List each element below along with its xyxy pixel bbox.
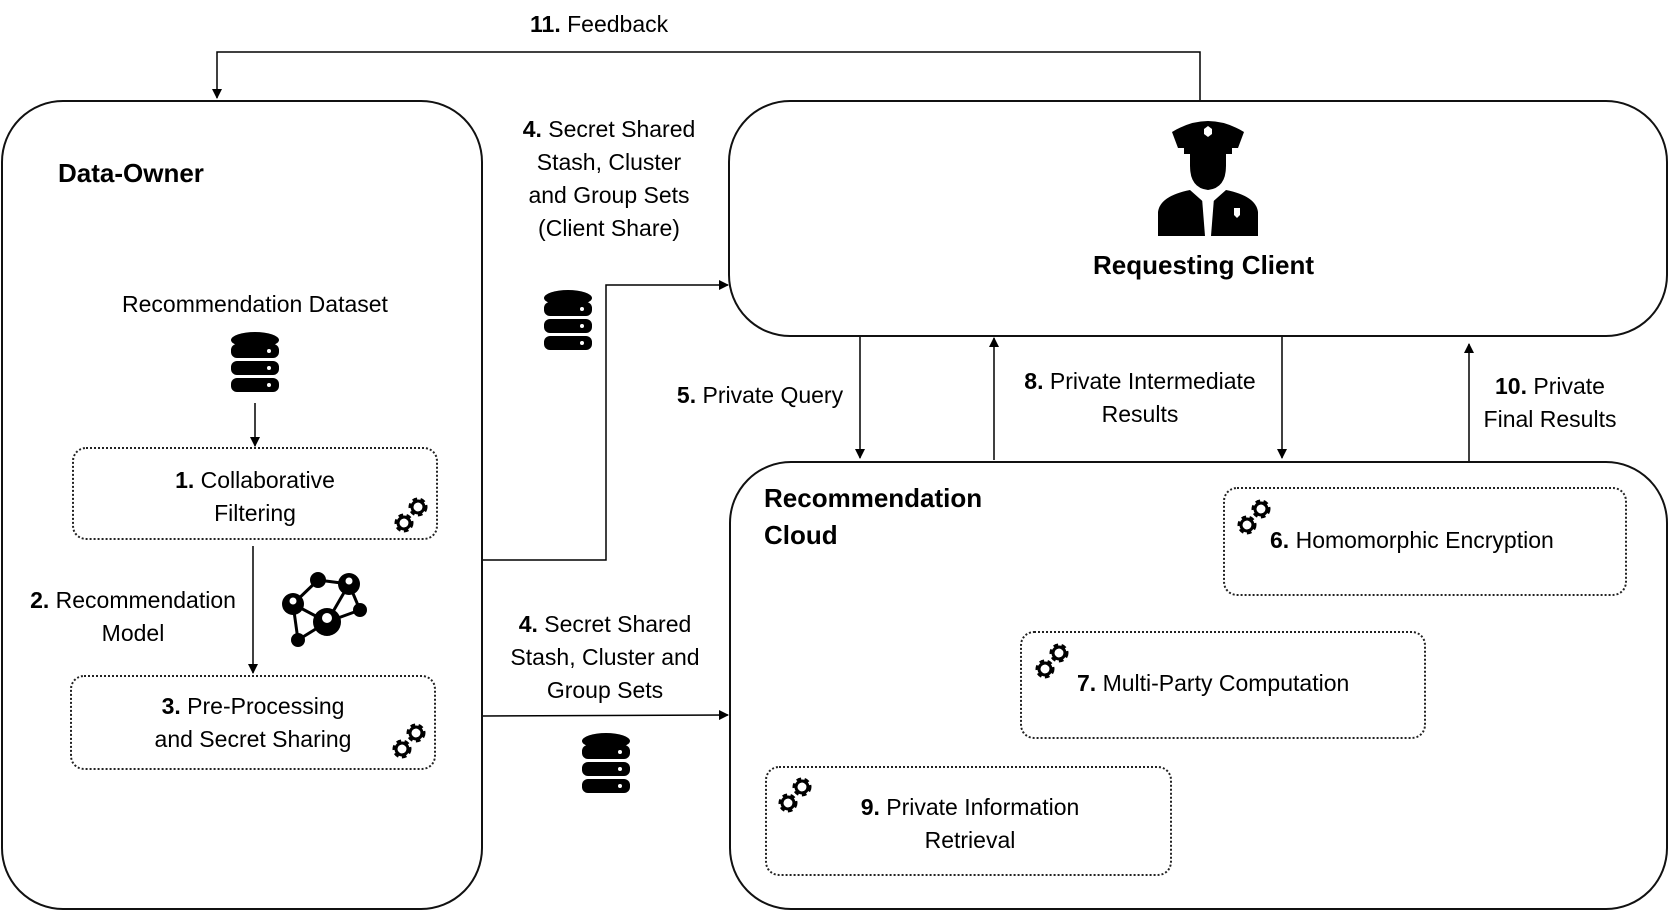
step1-text: 1. Collaborative Filtering bbox=[72, 464, 438, 530]
step6-text: 6. Homomorphic Encryption bbox=[1270, 524, 1610, 557]
step6-label: Homomorphic Encryption bbox=[1295, 527, 1554, 553]
step4-client-number: 4. bbox=[522, 116, 542, 142]
step8-line1: Private Intermediate bbox=[1049, 368, 1256, 394]
dataset-label: Recommendation Dataset bbox=[122, 291, 388, 317]
step8-number: 8. bbox=[1024, 368, 1044, 394]
step7-box bbox=[1020, 631, 1426, 739]
step11-number: 11. bbox=[530, 11, 561, 37]
network-icon bbox=[282, 572, 367, 647]
step6-number: 6. bbox=[1270, 527, 1290, 553]
step9-box bbox=[765, 766, 1172, 876]
step7-number: 7. bbox=[1077, 670, 1097, 696]
step3-text: 3. Pre-Processing and Secret Sharing bbox=[70, 690, 436, 756]
step2-label-line1: Recommendation bbox=[55, 587, 236, 613]
step1-box bbox=[72, 447, 438, 540]
step11-text: Feedback bbox=[567, 11, 669, 37]
step9-label-line1: Private Information bbox=[886, 794, 1080, 820]
step1-number: 1. bbox=[175, 467, 195, 493]
step8-label: 8. Private Intermediate Results bbox=[1000, 365, 1280, 431]
requesting-client-container bbox=[728, 100, 1668, 337]
step10-number: 10. bbox=[1495, 373, 1527, 399]
step4-client-line1: Secret Shared bbox=[548, 116, 696, 142]
step2-number: 2. bbox=[30, 587, 50, 613]
recommendation-cloud-title-line1: Recommendation bbox=[764, 483, 983, 513]
step2-text: 2. Recommendation Model bbox=[18, 584, 248, 650]
step5-label: 5. Private Query bbox=[660, 379, 860, 412]
step2-label-line2: Model bbox=[101, 620, 165, 646]
step1-label-line1: Collaborative bbox=[200, 467, 335, 493]
step9-number: 9. bbox=[860, 794, 880, 820]
step3-label-line2: and Secret Sharing bbox=[154, 726, 352, 752]
data-owner-title: Data-Owner bbox=[58, 158, 204, 188]
step10-label: 10. Private Final Results bbox=[1465, 370, 1635, 436]
step3-box bbox=[70, 675, 436, 770]
step3-number: 3. bbox=[161, 693, 181, 719]
edge-secret-share-cloud bbox=[482, 710, 729, 721]
edge-feedback bbox=[212, 51, 1201, 100]
step5-number: 5. bbox=[676, 382, 697, 408]
step6-box bbox=[1223, 487, 1627, 596]
step4-cloud-label: 4. Secret Shared Stash, Cluster and Grou… bbox=[490, 608, 720, 707]
step9-text: 9. Private Information Retrieval bbox=[800, 791, 1140, 857]
cloud-share-database-icon bbox=[582, 733, 630, 793]
step3-label-line1: Pre-Processing bbox=[187, 693, 345, 719]
recommendation-cloud-title: Recommendation Cloud bbox=[764, 480, 982, 554]
step4-client-line3: and Group Sets bbox=[528, 182, 690, 208]
step4-cloud-line1: Secret Shared bbox=[544, 611, 692, 637]
data-owner-container bbox=[1, 100, 483, 910]
client-share-database-icon bbox=[544, 290, 592, 350]
step8-line2: Results bbox=[1101, 401, 1179, 427]
step4-client-label: 4. Secret Shared Stash, Cluster and Grou… bbox=[494, 113, 724, 245]
step7-text: 7. Multi-Party Computation bbox=[1077, 667, 1417, 700]
recommendation-cloud-container bbox=[729, 461, 1668, 910]
edge-secret-share-client bbox=[483, 280, 729, 561]
requesting-client-title: Requesting Client bbox=[1093, 250, 1315, 280]
step4-cloud-number: 4. bbox=[518, 611, 538, 637]
step10-line2: Final Results bbox=[1483, 406, 1617, 432]
step1-label-line2: Filtering bbox=[214, 500, 296, 526]
step11-label: 11. Feedback bbox=[530, 8, 730, 41]
step4-cloud-line3: Group Sets bbox=[546, 677, 664, 703]
step10-line1: Private bbox=[1533, 373, 1605, 399]
step4-cloud-line2: Stash, Cluster and bbox=[510, 644, 700, 670]
step9-label-line2: Retrieval bbox=[924, 827, 1016, 853]
step7-label: Multi-Party Computation bbox=[1102, 670, 1350, 696]
step5-text: Private Query bbox=[702, 382, 844, 408]
recommendation-cloud-title-line2: Cloud bbox=[764, 520, 838, 550]
step4-client-line2: Stash, Cluster bbox=[536, 149, 682, 175]
step4-client-line4: (Client Share) bbox=[538, 215, 680, 241]
police-officer-icon bbox=[1158, 121, 1258, 236]
